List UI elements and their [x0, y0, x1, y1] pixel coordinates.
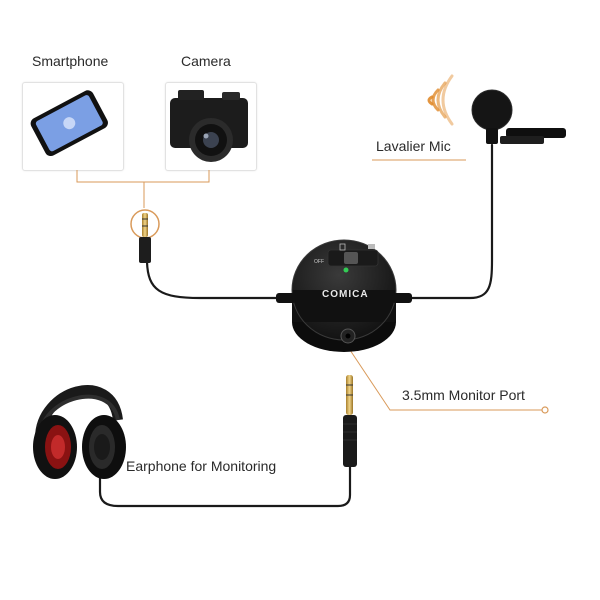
- right-cable-boot: [392, 293, 412, 303]
- status-led: [343, 267, 349, 273]
- smartphone-icon: [30, 90, 108, 157]
- jack-plug-monitor: [343, 375, 357, 467]
- device-brand-label: COMICA: [322, 289, 369, 300]
- left-cable-boot: [276, 293, 296, 303]
- headphones-icon: [33, 385, 126, 479]
- camera-icon: [170, 90, 248, 162]
- accent-dot: [541, 406, 549, 414]
- cables: [98, 143, 494, 508]
- lavalier-mic-icon: [471, 89, 566, 144]
- smartphone-label: Smartphone: [32, 53, 109, 69]
- comica-device: [291, 239, 397, 352]
- device-switch-off-label: OFF: [314, 259, 324, 265]
- earphone-label: Earphone for Monitoring: [126, 458, 277, 474]
- connector-lines: [76, 159, 542, 411]
- monitor-port-label: 3.5mm Monitor Port: [402, 387, 525, 403]
- sound-waves-icon: [427, 74, 454, 126]
- camera-label: Camera: [181, 53, 231, 69]
- jack-plug-top: [139, 213, 151, 263]
- lavalier-mic-label: Lavalier Mic: [376, 138, 451, 154]
